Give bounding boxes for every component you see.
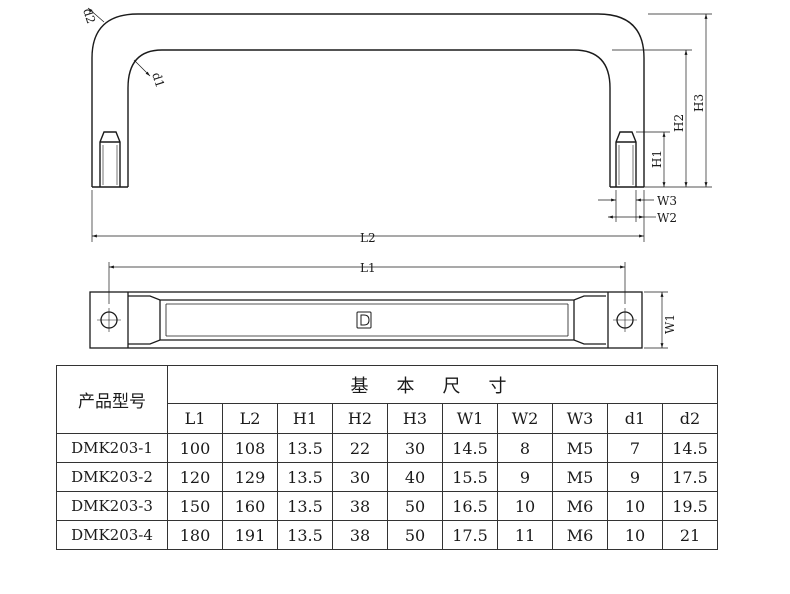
model-header: 产品型号 — [56, 365, 168, 434]
value-cell: 10 — [497, 491, 553, 521]
handle-inner-profile — [127, 49, 611, 187]
column-header: H1 — [277, 403, 333, 434]
column-header: H3 — [387, 403, 443, 434]
value-cell: 50 — [387, 520, 443, 550]
brand-logo-mark — [356, 311, 372, 329]
value-cell: 21 — [662, 520, 718, 550]
left-stud — [99, 131, 121, 187]
value-cell: 16.5 — [442, 491, 498, 521]
value-cell: 120 — [167, 462, 223, 492]
value-cell: 22 — [332, 433, 388, 463]
right-bolt-hole — [613, 308, 637, 332]
value-cell: 10 — [607, 491, 663, 521]
value-cell: 150 — [167, 491, 223, 521]
value-cell: M6 — [552, 491, 608, 521]
value-cell: 11 — [497, 520, 553, 550]
value-cell: 17.5 — [662, 462, 718, 492]
label-W2: W2 — [657, 211, 677, 225]
value-cell: 129 — [222, 462, 278, 492]
table-header-row: 产品型号基本尺寸 — [56, 365, 718, 434]
value-cell: 180 — [167, 520, 223, 550]
value-cell: 30 — [387, 433, 443, 463]
front-dimensions — [87, 7, 712, 242]
value-cell: 17.5 — [442, 520, 498, 550]
column-header: d1 — [607, 403, 663, 434]
dimension-group-header: 基本尺寸 — [167, 365, 718, 404]
handle-outer-profile — [91, 13, 645, 187]
value-cell: 38 — [332, 491, 388, 521]
value-cell: 8 — [497, 433, 553, 463]
handle-technical-drawing: d2 d1 L2 W3 W2 H1 H2 H3 — [80, 7, 712, 349]
value-cell: 7 — [607, 433, 663, 463]
column-header: d2 — [662, 403, 718, 434]
label-L1: L1 — [360, 261, 376, 275]
value-cell: 191 — [222, 520, 278, 550]
label-H2: H2 — [672, 114, 686, 132]
column-header: W2 — [497, 403, 553, 434]
column-header: W3 — [552, 403, 608, 434]
label-W3: W3 — [657, 194, 677, 208]
front-view — [91, 13, 645, 188]
value-cell: 14.5 — [442, 433, 498, 463]
label-d1: d1 — [149, 71, 167, 90]
label-L2: L2 — [360, 231, 376, 245]
column-header: H2 — [332, 403, 388, 434]
value-cell: M5 — [552, 433, 608, 463]
value-cell: 108 — [222, 433, 278, 463]
top-dimensions — [108, 262, 668, 349]
value-cell: 160 — [222, 491, 278, 521]
label-d2: d2 — [80, 7, 98, 26]
column-header: L2 — [222, 403, 278, 434]
column-header: W1 — [442, 403, 498, 434]
label-H3: H3 — [692, 94, 706, 112]
label-W1: W1 — [663, 314, 677, 334]
model-cell: DMK203-1 — [56, 433, 168, 463]
value-cell: 13.5 — [277, 433, 333, 463]
value-cell: 50 — [387, 491, 443, 521]
model-cell: DMK203-2 — [56, 462, 168, 492]
value-cell: 9 — [607, 462, 663, 492]
value-cell: M5 — [552, 462, 608, 492]
value-cell: 13.5 — [277, 491, 333, 521]
value-cell: 13.5 — [277, 520, 333, 550]
value-cell: 38 — [332, 520, 388, 550]
value-cell: 13.5 — [277, 462, 333, 492]
value-cell: 40 — [387, 462, 443, 492]
value-cell: 15.5 — [442, 462, 498, 492]
value-cell: 19.5 — [662, 491, 718, 521]
label-H1: H1 — [650, 150, 664, 168]
model-cell: DMK203-3 — [56, 491, 168, 521]
value-cell: 10 — [607, 520, 663, 550]
value-cell: 30 — [332, 462, 388, 492]
left-bolt-hole — [97, 308, 121, 332]
top-view — [89, 291, 643, 349]
value-cell: 14.5 — [662, 433, 718, 463]
value-cell: M6 — [552, 520, 608, 550]
right-stud — [615, 131, 637, 187]
model-cell: DMK203-4 — [56, 520, 168, 550]
value-cell: 100 — [167, 433, 223, 463]
column-header: L1 — [167, 403, 223, 434]
value-cell: 9 — [497, 462, 553, 492]
